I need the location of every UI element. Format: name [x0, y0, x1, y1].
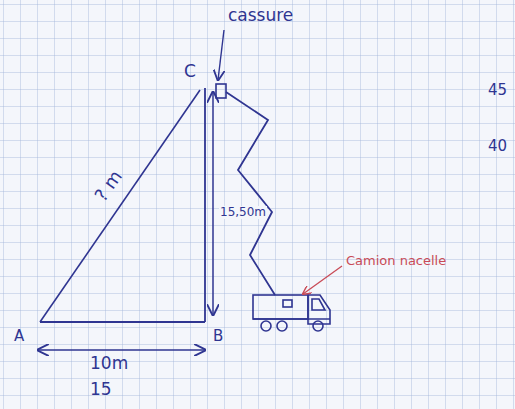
side-ab [40, 321, 205, 323]
cassure-arrow [218, 30, 224, 80]
base-dimension: 10m [90, 354, 128, 373]
side-bc [204, 88, 206, 322]
base-arrow [38, 349, 205, 351]
side-ac [40, 90, 200, 322]
point-label: B [213, 328, 223, 345]
boom-arm [226, 92, 275, 295]
truck [253, 295, 330, 331]
break-box [216, 84, 226, 98]
point-label: A [14, 328, 24, 345]
margin-note: 45 [488, 82, 507, 99]
margin-note: 40 [488, 138, 507, 155]
truck-label: Camion nacelle [346, 254, 446, 268]
break-label: cassure [228, 6, 293, 25]
height-dimension: 15,50m [219, 206, 267, 219]
leader-line [303, 266, 342, 294]
point-label: C [184, 62, 196, 81]
height-arrow [212, 92, 214, 315]
corrected-dimension: 15 [90, 380, 112, 399]
